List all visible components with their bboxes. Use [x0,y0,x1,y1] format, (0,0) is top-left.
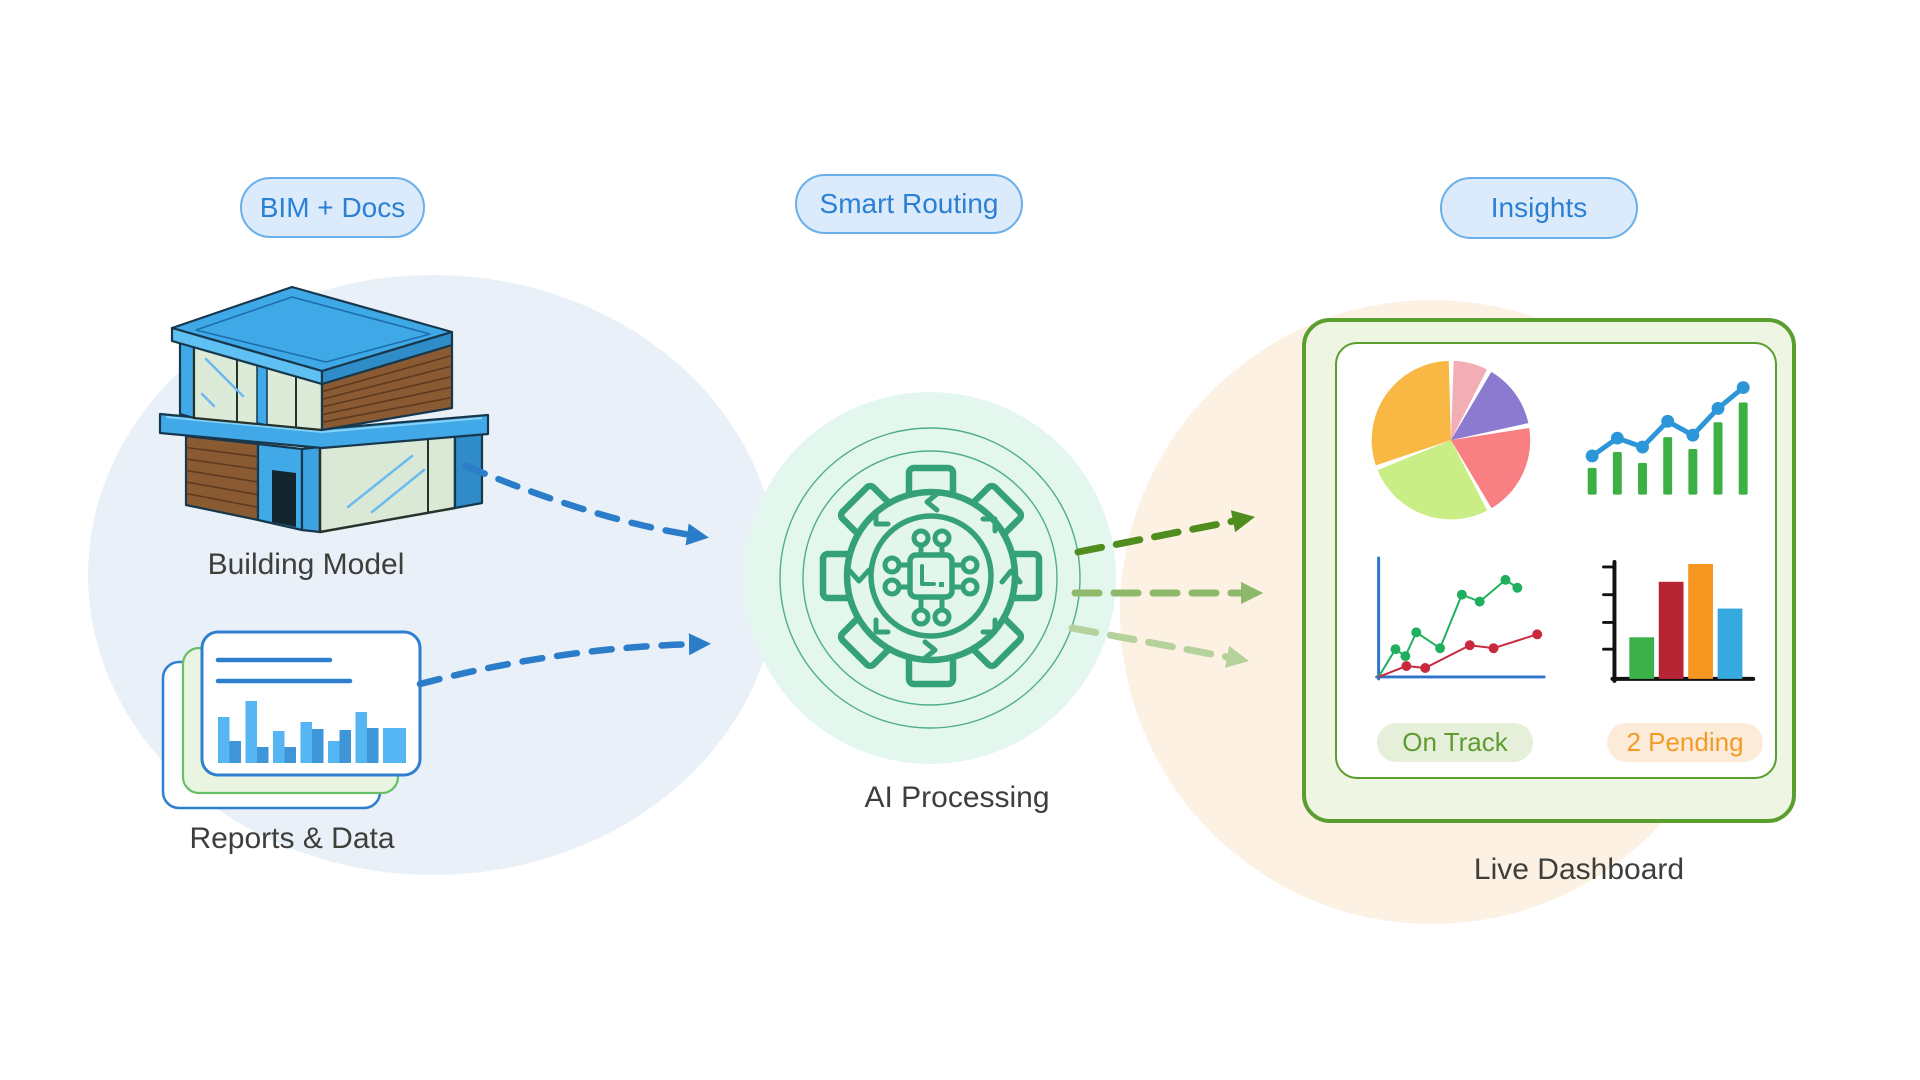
flow-arrows [416,462,1264,688]
gear-rings [779,427,1081,729]
report-cards [161,630,422,810]
insights-label: Insights [1490,192,1588,223]
pie-chart [1371,360,1531,520]
progress-line-axes [1375,556,1546,681]
smart-routing-label: Smart Routing [819,188,999,219]
trend-bar-chart [1587,402,1748,495]
status-badge-pending: 2 Pending [1607,723,1763,762]
live-dashboard-caption: Live Dashboard [1473,853,1685,886]
arrow-building-to-ai [462,462,709,546]
arrow-reports-to-ai [416,633,712,688]
building-illustration [158,285,490,534]
ai-processing-caption: AI Processing [864,781,1050,814]
stage-pill-bim-docs: BIM + Docs [240,177,425,238]
on-track-label: On Track [1402,727,1508,757]
dashboard-charts [1371,360,1756,683]
dashboard-screen: On Track 2 Pending [1335,342,1777,779]
progress-line-chart [1377,574,1543,678]
bim-docs-label: BIM + Docs [259,191,406,223]
arrow-ai-to-dash-1 [1074,510,1255,556]
report-mini-bar-chart [218,701,406,763]
stage-pill-insights: Insights [1440,177,1638,239]
live-dashboard-panel: On Track 2 Pending [1302,318,1796,823]
pending-label: 2 Pending [1626,727,1744,757]
category-bar-chart [1629,563,1743,679]
building-model-caption: Building Model [207,548,405,581]
status-badge-on-track: On Track [1377,723,1533,762]
chip-icon [882,528,980,627]
reports-data-caption: Reports & Data [189,822,395,855]
trend-line-overlay [1585,381,1750,463]
arrow-ai-to-dash-3 [1068,624,1250,668]
gear-circuit-marks [846,491,1023,661]
stage-pill-smart-routing: Smart Routing [795,174,1023,234]
ai-gear-icon [819,464,1043,688]
report-text-lines [215,657,353,684]
